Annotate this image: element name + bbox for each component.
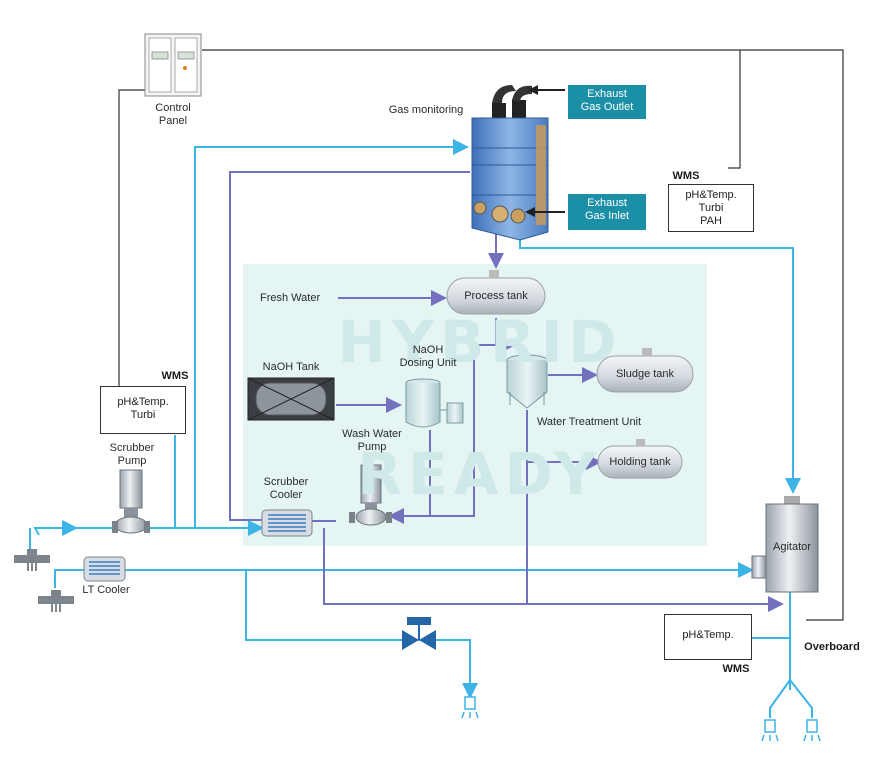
- exhaust-inlet-box: Exhaust Gas Inlet: [568, 194, 646, 230]
- control-panel-label-line1: Control: [155, 102, 191, 114]
- gas-monitoring-label: Gas monitoring: [388, 104, 464, 116]
- exhaust-outlet-line2: Gas Outlet: [580, 101, 634, 113]
- exhaust-inlet-line1: Exhaust: [587, 197, 627, 209]
- naoh-dosing-label: NaOH Dosing Unit: [388, 344, 468, 370]
- water-treatment-label: Water Treatment Unit: [536, 416, 642, 428]
- naoh-dosing-line1: NaOH: [412, 344, 444, 356]
- holding-tank-icon: [597, 439, 683, 479]
- wms-box-bottom-right: pH&Temp.: [664, 614, 752, 660]
- scrubber-pump-icon: [112, 469, 150, 534]
- process-tank-icon: [446, 270, 546, 315]
- control-panel-label-line2: Panel: [158, 115, 188, 127]
- control-panel-icon: [144, 33, 202, 97]
- lt-cooler-label: LT Cooler: [82, 584, 130, 596]
- watermark-line-2: READY: [357, 440, 603, 508]
- wms-top-line2: Turbi: [698, 202, 724, 214]
- naoh-dosing-unit-icon: [405, 378, 464, 428]
- overboard-nozzle-icon: [761, 719, 779, 742]
- signal-lines: [118, 49, 844, 621]
- exhaust-inlet-line2: Gas Inlet: [584, 210, 630, 222]
- fresh-water-label: Fresh Water: [260, 292, 321, 304]
- wms-top-line3: PAH: [700, 215, 722, 227]
- sea-chest-icon: [14, 549, 50, 571]
- naoh-dosing-line2: Dosing Unit: [399, 357, 457, 369]
- wash-water-pump-line2: Pump: [357, 441, 387, 453]
- wms-left-line1: pH&Temp.: [117, 396, 169, 408]
- scrubber-cooler-label: Scrubber Cooler: [254, 476, 318, 502]
- process-lines: [229, 171, 784, 612]
- overboard-nozzle-icon: [803, 719, 821, 742]
- scrubber-pump-line2: Pump: [117, 455, 147, 467]
- outlet-pointer-head: [528, 85, 538, 95]
- wms-left-line2: Turbi: [130, 409, 156, 421]
- wms-top-line1: pH&Temp.: [685, 189, 737, 201]
- naoh-tank-icon: [247, 377, 335, 421]
- wms-title-top: WMS: [672, 170, 700, 182]
- exhaust-outlet-line1: Exhaust: [587, 88, 627, 100]
- control-panel-label: Control Panel: [145, 102, 201, 128]
- wms-box-left: pH&Temp. Turbi: [100, 386, 186, 434]
- naoh-tank-label: NaOH Tank: [262, 361, 320, 373]
- seawater-lines: [29, 139, 813, 718]
- agitator-label: Agitator: [773, 541, 811, 553]
- scrubber-cooler-line1: Scrubber: [263, 476, 309, 488]
- wms-title-left: WMS: [161, 370, 189, 382]
- wash-water-pump-line1: Wash Water: [342, 428, 402, 440]
- overboard-nozzle-icon: [461, 696, 479, 719]
- wash-water-pump-label: Wash Water Pump: [334, 428, 410, 454]
- sea-chest-icon: [38, 590, 74, 612]
- inlet-pointer-head: [525, 207, 535, 217]
- water-treatment-unit-icon: [506, 354, 548, 409]
- process-tank-label: Process tank: [464, 290, 528, 302]
- watermark-line-1: HYBRID: [337, 308, 623, 376]
- sludge-tank-icon: [596, 348, 694, 393]
- scrubber-tower-icon: [471, 85, 549, 241]
- overboard-label: Overboard: [804, 641, 860, 653]
- overboard-valve-icon: [402, 617, 436, 650]
- exhaust-outlet-box: Exhaust Gas Outlet: [568, 85, 646, 119]
- scrubber-pump-line1: Scrubber: [109, 442, 155, 454]
- wms-title-bottom: WMS: [722, 663, 750, 675]
- scrubber-cooler-line2: Cooler: [269, 489, 303, 501]
- lt-cooler-icon: [83, 556, 126, 582]
- wms-box-top-right: pH&Temp. Turbi PAH: [668, 184, 754, 232]
- holding-tank-label: Holding tank: [609, 456, 671, 468]
- wash-water-pump-icon: [349, 464, 392, 526]
- scrubber-pump-label: Scrubber Pump: [100, 442, 164, 468]
- agitator-icon: [751, 496, 819, 593]
- sludge-tank-label: Sludge tank: [615, 368, 675, 380]
- scrubber-cooler-icon: [261, 509, 313, 537]
